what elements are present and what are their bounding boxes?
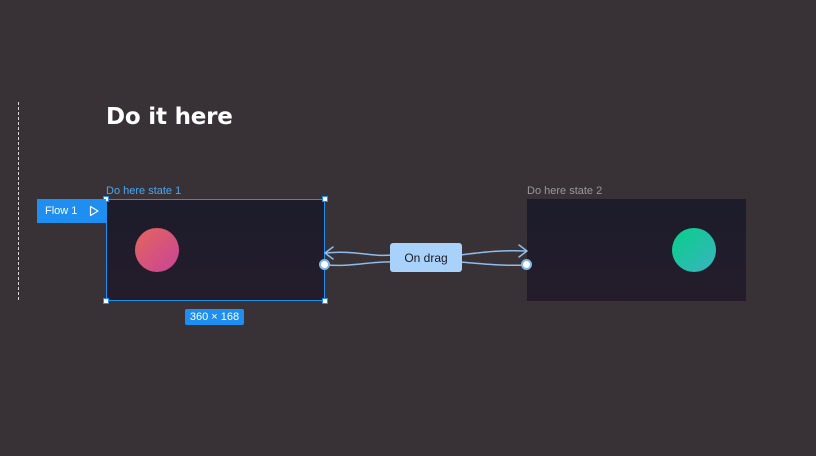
play-icon[interactable] <box>88 205 100 217</box>
frame-label-state-2[interactable]: Do here state 2 <box>527 185 603 197</box>
interaction-trigger-badge[interactable]: On drag <box>390 243 462 272</box>
connector-line-right <box>459 250 528 256</box>
connector-line-right-lower <box>459 261 528 267</box>
arrowhead-right-icon <box>518 244 528 258</box>
flow-starting-point[interactable]: Flow 1 <box>37 199 106 223</box>
circle-shape[interactable] <box>135 228 179 272</box>
connection-node-end[interactable] <box>521 259 532 270</box>
flow-label: Flow 1 <box>45 205 78 217</box>
resize-handle-bottom-left[interactable] <box>103 298 109 304</box>
canvas-heading: Do it here <box>106 104 233 130</box>
resize-handle-bottom-right[interactable] <box>322 298 328 304</box>
connector-line-left-lower <box>324 261 393 267</box>
resize-handle-top-right[interactable] <box>322 196 328 202</box>
frame-state-2[interactable] <box>527 199 746 301</box>
frame-label-state-1[interactable]: Do here state 1 <box>106 185 182 197</box>
frame-state-1[interactable] <box>106 199 325 301</box>
vertical-guide-line <box>18 102 19 300</box>
connector-line-left <box>324 251 393 257</box>
connection-node-start[interactable] <box>319 259 330 270</box>
circle-shape[interactable] <box>672 228 716 272</box>
arrowhead-left-icon <box>324 246 334 260</box>
dimensions-badge: 360 × 168 <box>185 309 244 325</box>
